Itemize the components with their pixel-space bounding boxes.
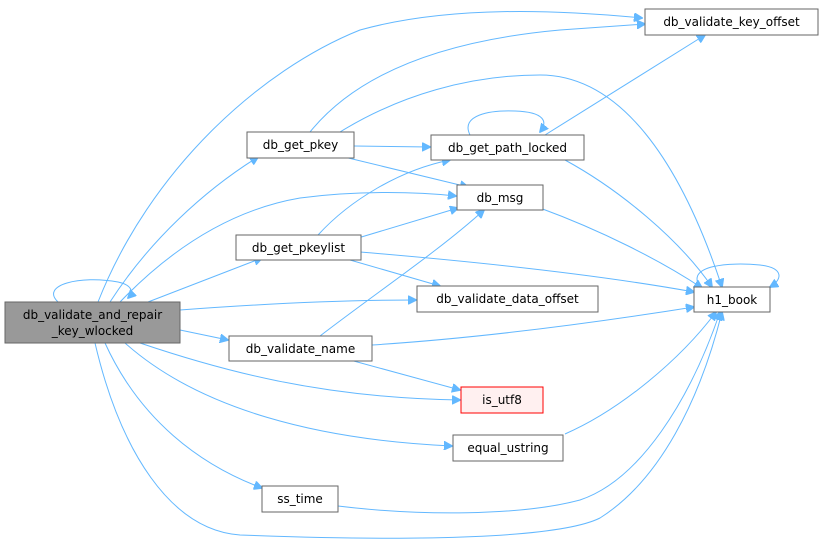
node-label-root-line1: db_validate_and_repair [23,308,162,322]
edge-db_get_pkey-db_msg [339,155,468,187]
edge-db_get_pkeylist-h1_book [359,251,694,292]
edge-root-db_validate_data_offset [179,300,416,311]
node-label-h1_book: h1_book [707,293,758,307]
edge-h1_book-self [696,263,780,287]
node-db_msg[interactable]: db_msg [456,184,544,211]
node-label-is_utf8: is_utf8 [482,393,522,407]
edge-db_msg-h1_book [539,207,702,288]
node-db_validate_data_offset[interactable]: db_validate_data_offset [416,285,599,313]
edge-db_get_path_locked-self [467,110,544,136]
edges [53,11,780,539]
node-label-equal_ustring: equal_ustring [467,441,548,455]
node-label-db_msg: db_msg [477,191,524,205]
edge-db_get_pkey-db_validate_key_offset [309,24,645,133]
edge-equal_ustring-h1_book [564,312,716,435]
edge-db_get_path_locked-h1_book [564,159,712,287]
node-db_get_path_locked[interactable]: db_get_path_locked [430,134,585,161]
edge-root-self [53,279,132,303]
node-label-db_get_pkeylist: db_get_pkeylist [252,241,345,255]
node-db_validate_and_repair_key_wlocked[interactable]: db_validate_and_repair _key_wlocked [4,301,181,344]
node-label-db_validate_key_offset: db_validate_key_offset [663,15,800,29]
node-ss_time[interactable]: ss_time [261,485,339,513]
edge-db_validate_name-is_utf8 [349,359,460,390]
edge-db_get_pkeylist-db_validate_data_offset [349,259,440,286]
edge-root-db_validate_name [179,329,228,340]
node-db_validate_name[interactable]: db_validate_name [228,335,373,362]
node-label-db_validate_data_offset: db_validate_data_offset [436,292,579,306]
edge-db_validate_name-db_msg [319,210,484,337]
edge-db_get_path_locked-db_validate_key_offset [544,35,705,136]
edge-root-db_get_pkeylist [147,258,262,303]
edge-root-db_validate_key_offset [97,11,642,303]
edge-root-is_utf8 [139,342,460,400]
edge-db_get_pkeylist-db_msg [357,208,458,239]
edge-db_get_pkey-h1_book [339,74,722,287]
edge-db_get_pkey-db_get_path_locked [353,146,430,147]
edge-root-equal_ustring [124,342,452,446]
edge-db_get_pkeylist-db_get_path_locked [317,160,450,236]
edge-root-db_msg [119,193,456,303]
node-is_utf8[interactable]: is_utf8 [460,386,544,414]
node-label-db_get_pkey: db_get_pkey [263,138,339,152]
node-db_get_pkey[interactable]: db_get_pkey [246,131,355,159]
edge-root-h1_book [94,312,722,539]
node-label-root-line2: _key_wlocked [51,324,134,338]
edge-root-ss_time [104,342,262,488]
edge-ss_time-h1_book [337,312,720,514]
edge-root-db_get_pkey [109,157,258,303]
node-label-db_get_path_locked: db_get_path_locked [448,141,567,155]
edge-db_validate_name-h1_book [371,307,694,346]
node-db_validate_key_offset[interactable]: db_validate_key_offset [644,8,819,36]
nodes: db_validate_and_repair _key_wlocked db_g… [4,8,819,513]
node-db_get_pkeylist[interactable]: db_get_pkeylist [235,234,362,261]
node-equal_ustring[interactable]: equal_ustring [452,434,564,462]
node-h1_book[interactable]: h1_book [693,286,771,313]
node-label-ss_time: ss_time [277,492,323,506]
node-label-db_validate_name: db_validate_name [246,342,355,356]
